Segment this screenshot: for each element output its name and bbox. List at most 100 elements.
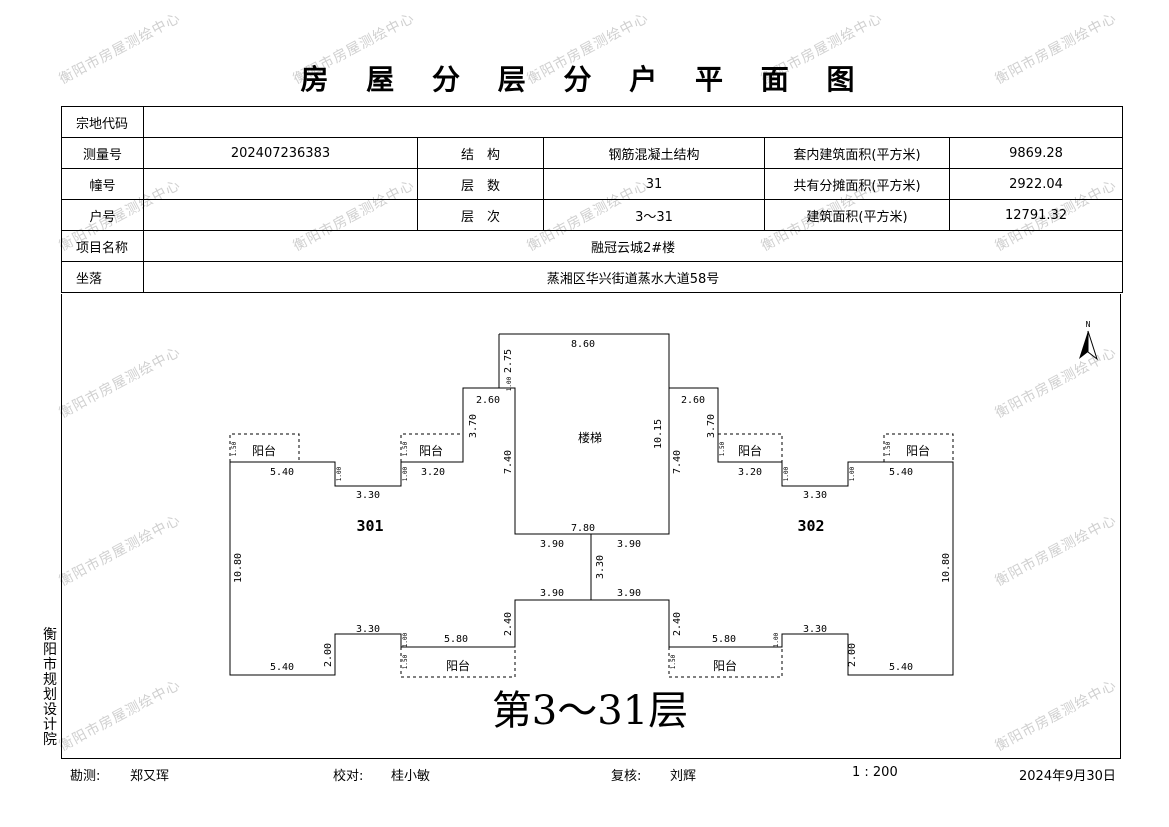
- balcony-label: 阳台: [713, 658, 737, 673]
- dim-label: 3.70: [706, 414, 717, 438]
- dim-label: 2.00: [323, 643, 334, 667]
- dim-label: 1.00: [402, 466, 409, 481]
- kance-value: 郑又珲: [130, 769, 170, 784]
- cenci-value: 3～31: [543, 199, 765, 231]
- jiegou-value: 钢筋混凝土结构: [543, 137, 765, 169]
- fuhe-value: 刘辉: [670, 769, 697, 784]
- zuoluo-label: 坐落: [61, 261, 144, 293]
- dim-label: 7.80: [571, 523, 595, 534]
- dim-label: 1.50: [885, 441, 892, 456]
- jianzhu-label: 建筑面积(平方米): [764, 199, 950, 231]
- stair-label: 楼梯: [578, 430, 602, 445]
- side-char: 计: [43, 717, 57, 733]
- balcony-label: 阳台: [906, 443, 930, 458]
- xiangmu-label: 项目名称: [61, 230, 144, 262]
- scale-text: 1 : 200: [852, 765, 898, 780]
- date-text: 2024年9月30日: [1019, 769, 1116, 784]
- table-row: 坐落 蒸湘区华兴街道蒸水大道58号: [61, 261, 1124, 293]
- zuoluo-value: 蒸湘区华兴街道蒸水大道58号: [142, 261, 1124, 293]
- small-dimension-labels: 1.50 1.50 1.50 1.50 1.50 1.50 1.00 1.00 …: [231, 376, 892, 669]
- page-title: 房 屋 分 层 分 户 平 面 图: [300, 63, 869, 96]
- dim-label: 3.30: [803, 490, 827, 501]
- side-char: 划: [43, 687, 57, 703]
- table-row: 测量号 202407236383 结 构 钢筋混凝土结构 套内建筑面积(平方米)…: [61, 137, 1124, 169]
- side-institute-text: 衡 阳 市 规 划 设 计 院: [40, 628, 60, 748]
- balcony-outline: [883, 433, 954, 462]
- fuhe-label: 复核:: [611, 769, 642, 784]
- north-label: N: [1086, 320, 1091, 329]
- dim-label: 1.50: [231, 441, 238, 456]
- taonei-value: 9869.28: [948, 137, 1124, 169]
- gongyou-value: 2922.04: [948, 168, 1124, 200]
- dim-label: 1.50: [402, 441, 409, 456]
- balcony-outline: [400, 647, 516, 678]
- dim-label: 1.50: [670, 654, 677, 669]
- unit-302-label: 302: [797, 517, 824, 535]
- dim-label: 1.00: [336, 466, 343, 481]
- dim-label: 1.00: [506, 376, 513, 391]
- balcony-label: 阳台: [419, 443, 443, 458]
- jiaodui-label: 校对:: [333, 769, 364, 784]
- dim-label: 2.40: [672, 612, 683, 636]
- plan-frame: [61, 294, 1121, 759]
- dim-label: 1.00: [849, 466, 856, 481]
- dim-label: 3.30: [595, 555, 606, 579]
- dim-label: 3.30: [803, 624, 827, 635]
- dim-label: 2.00: [847, 643, 858, 667]
- balcony-outline: [668, 647, 783, 678]
- side-char: 院: [43, 732, 57, 748]
- zhuang-label: 幢号: [61, 168, 144, 200]
- balcony-label: 阳台: [446, 658, 470, 673]
- dim-label: 1.00: [783, 466, 790, 481]
- info-table: 宗地代码 测量号 202407236383 结 构 钢筋混凝土结构 套内建筑面积…: [61, 106, 1124, 293]
- room-labels: 楼梯 阳台 阳台 阳台 阳台 阳台 阳台: [252, 430, 930, 673]
- dim-label: 5.80: [444, 634, 468, 645]
- dim-label: 8.60: [571, 339, 595, 350]
- dimension-labels: 8.60 7.80 2.60 2.60 3.20 3.20 3.30 3.30 …: [233, 339, 952, 673]
- dim-label: 1.50: [719, 441, 726, 456]
- dim-label: 10.80: [941, 553, 952, 583]
- censhu-value: 31: [543, 168, 765, 200]
- dim-label: 3.20: [738, 467, 762, 478]
- dim-label: 3.90: [617, 588, 641, 599]
- dim-label: 7.40: [503, 450, 514, 474]
- table-row: 幢号 层 数 31 共有分摊面积(平方米) 2922.04: [61, 168, 1124, 200]
- unit-labels: 301 302: [356, 517, 824, 535]
- side-char: 衡: [43, 627, 57, 643]
- balcony-outlines: [229, 433, 954, 678]
- dim-label: 5.40: [889, 467, 913, 478]
- dim-label: 10.15: [653, 419, 664, 449]
- dim-label: 3.90: [540, 588, 564, 599]
- north-arrow-icon: N: [1079, 320, 1098, 361]
- balcony-outline: [229, 433, 300, 462]
- side-char: 规: [43, 672, 57, 688]
- dim-label: 2.75: [503, 349, 514, 373]
- table-row: 项目名称 融冠云城2#楼: [61, 230, 1124, 262]
- unit-301-label: 301: [356, 517, 383, 535]
- dim-label: 3.30: [356, 624, 380, 635]
- side-char: 市: [43, 657, 57, 673]
- dim-label: 3.90: [617, 539, 641, 550]
- jianzhu-value: 12791.32: [948, 199, 1124, 231]
- side-char: 设: [43, 702, 57, 718]
- balcony-label: 阳台: [738, 443, 762, 458]
- dim-label: 1.50: [402, 654, 409, 669]
- dim-label: 3.90: [540, 539, 564, 550]
- right-unit-outline: [591, 387, 954, 676]
- dim-label: 1.00: [402, 632, 409, 647]
- dim-label: 7.40: [672, 450, 683, 474]
- jiaodui-value: 桂小敏: [391, 769, 431, 784]
- dim-label: 3.20: [421, 467, 445, 478]
- balcony-label: 阳台: [252, 443, 276, 458]
- dim-label: 2.60: [476, 395, 500, 406]
- dim-label: 2.60: [681, 395, 705, 406]
- zongdi-label: 宗地代码: [61, 106, 144, 138]
- dim-label: 10.80: [233, 553, 244, 583]
- left-unit-outline: [229, 387, 592, 676]
- dim-label: 1.00: [773, 632, 780, 647]
- side-char: 阳: [43, 642, 57, 658]
- dim-label: 5.40: [270, 467, 294, 478]
- dim-label: 5.40: [889, 662, 913, 673]
- dim-label: 2.40: [503, 612, 514, 636]
